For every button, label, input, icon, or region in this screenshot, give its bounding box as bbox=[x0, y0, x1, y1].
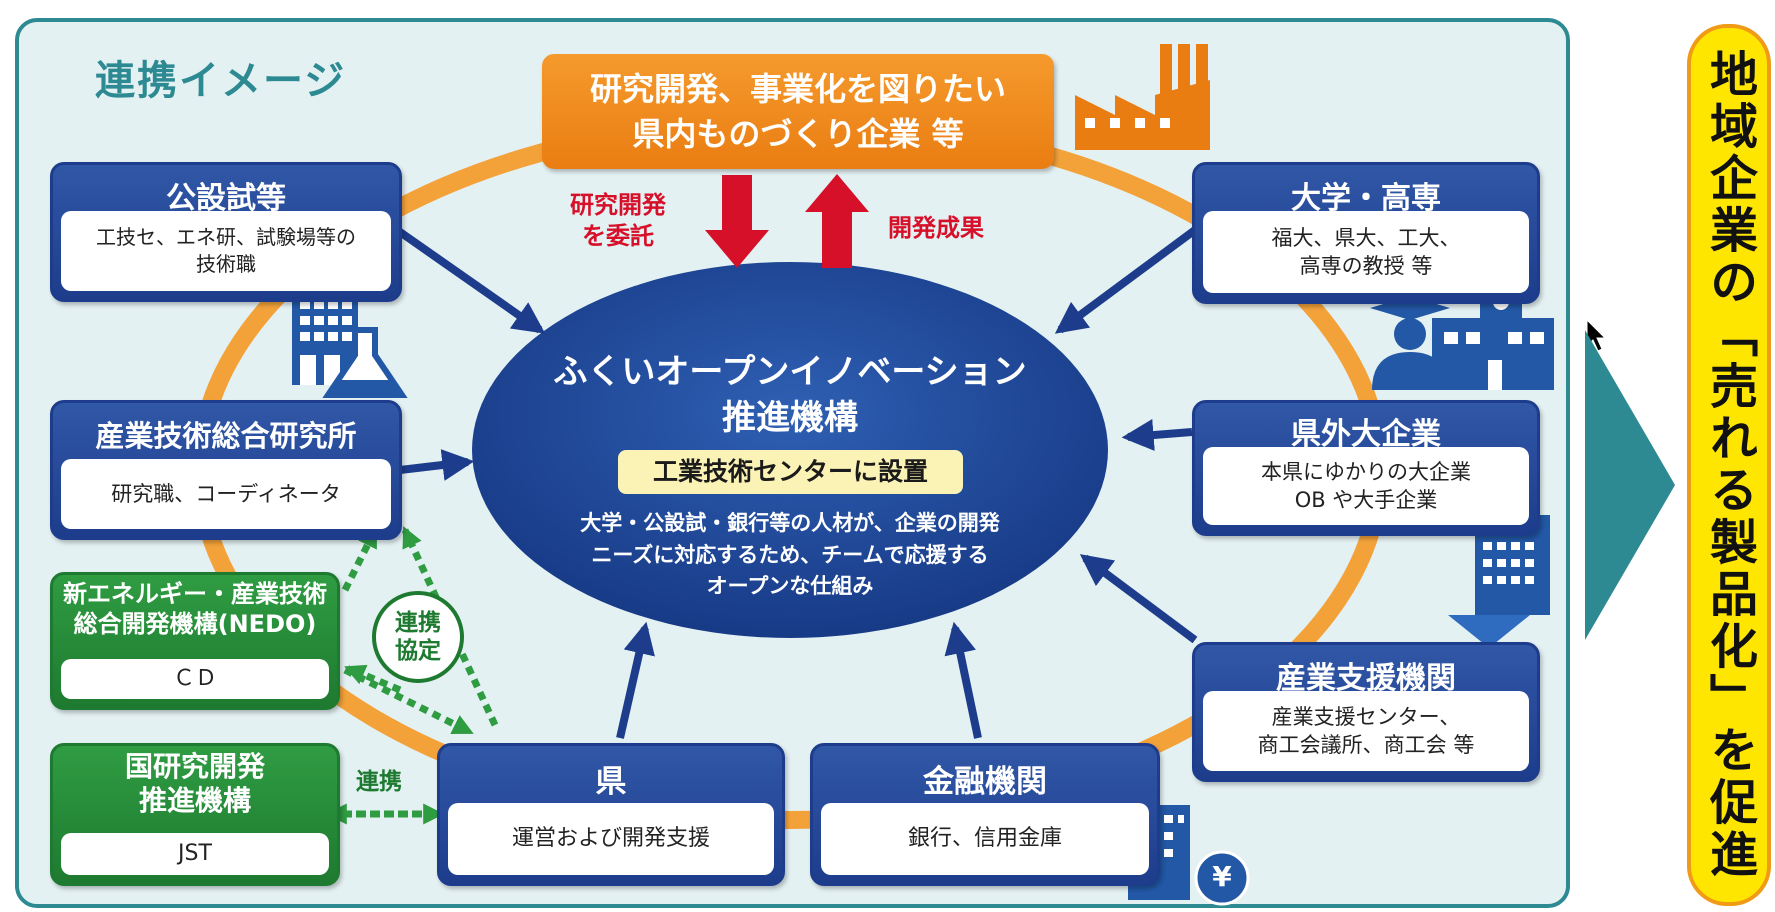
box-nedo-title-line1: 新エネルギー・産業技術 bbox=[63, 580, 327, 608]
box-nedo-body: ＣＤ bbox=[61, 659, 329, 699]
box-kosetsu-body: 工技セ、エネ研、試験場等の 技術職 bbox=[61, 211, 391, 291]
hub-description: 大学・公設試・銀行等の人材が、企業の開発 ニーズに対応するため、チームで応援する… bbox=[580, 511, 1000, 598]
box-kinyu-body: 銀行、信用金庫 bbox=[821, 803, 1149, 875]
hub-title: ふくいオープンイノベーション 推進機構 bbox=[520, 350, 1060, 442]
banner-text: 地域企業の「売れる製品化」を促進 bbox=[1701, 49, 1757, 881]
arrow-shien bbox=[1079, 554, 1198, 644]
box-kengai-body: 本県にゆかりの大企業 OB や大手企業 bbox=[1203, 447, 1529, 525]
arrow-kosetsu bbox=[387, 221, 546, 334]
box-nedo-title: 新エネルギー・産業技術 総合開発機構(NEDO) bbox=[53, 579, 337, 639]
arrow-sanken bbox=[399, 449, 475, 481]
green-link-sanken-nedo bbox=[341, 526, 379, 592]
factory-icon bbox=[1075, 44, 1210, 150]
renkei-label: 連携 bbox=[356, 769, 402, 795]
box-ken: 県 運営および開発支援 bbox=[437, 743, 785, 886]
school-icon bbox=[1432, 290, 1554, 390]
box-kinyu: 金融機関 銀行、信用金庫 bbox=[810, 743, 1160, 886]
arrow-kinyu bbox=[944, 621, 982, 739]
commission-line1: 研究開発 bbox=[570, 191, 666, 219]
diagram-title: 連携イメージ bbox=[95, 58, 347, 104]
green-link-nedo-ken bbox=[343, 666, 474, 736]
box-nedo-title-line2: 総合開発機構(NEDO) bbox=[73, 610, 317, 638]
red-arrow-up bbox=[805, 174, 869, 268]
manufacturer-line2: 県内ものづくり企業 等 bbox=[632, 114, 964, 153]
agreement-line2: 協定 bbox=[395, 637, 441, 664]
box-sanken-body: 研究職、コーディネータ bbox=[61, 459, 391, 529]
arrow-kengai bbox=[1121, 419, 1193, 451]
box-kinyu-title: 金融機関 bbox=[923, 764, 1047, 800]
box-daigaku-body: 福大、県大、工大、 高専の教授 等 bbox=[1203, 211, 1529, 293]
box-kosetsu-title: 公設試等 bbox=[166, 181, 286, 216]
box-shien-body: 産業支援センター、 商工会議所、商工会 等 bbox=[1203, 691, 1529, 771]
box-daigaku-title: 大学・高専 bbox=[1291, 181, 1441, 216]
box-shien: 産業支援機関 産業支援センター、 商工会議所、商工会 等 bbox=[1192, 642, 1540, 782]
box-kengai-title: 県外大企業 bbox=[1291, 417, 1441, 452]
arrow-ken bbox=[616, 621, 655, 739]
box-jst-body: JST bbox=[61, 833, 329, 875]
agreement-label: 連携 協定 bbox=[382, 610, 454, 665]
agreement-circle bbox=[372, 591, 464, 683]
box-sanken: 産業技術総合研究所 研究職、コーディネータ bbox=[50, 400, 402, 540]
box-jst-title-line1: 国研究開発 bbox=[124, 750, 265, 783]
box-ken-body: 運営および開発支援 bbox=[448, 803, 774, 875]
flask-icon bbox=[322, 327, 408, 398]
green-link-ken-nedo bbox=[344, 664, 402, 694]
yen-glyph: ¥ bbox=[1212, 860, 1232, 893]
agreement-line1: 連携 bbox=[395, 610, 441, 636]
manufacturer-box: 研究開発、事業化を図りたい 県内ものづくり企業 等 bbox=[542, 54, 1054, 169]
manufacturer-line1: 研究開発、事業化を図りたい bbox=[589, 69, 1006, 108]
right-banner: 地域企業の「売れる製品化」を促進 bbox=[1687, 24, 1771, 906]
green-link-agree-sanken bbox=[401, 526, 499, 727]
box-jst-title-line2: 推進機構 bbox=[138, 783, 251, 817]
arrow-daigaku bbox=[1054, 226, 1198, 334]
box-jst: 国研究開発 推進機構 JST bbox=[50, 743, 340, 886]
hub-title-line1: ふくいオープンイノベーション bbox=[553, 352, 1027, 392]
commission-label: 研究開発 を委託 bbox=[570, 190, 666, 252]
results-label: 開発成果 bbox=[888, 214, 984, 242]
box-ken-title: 県 bbox=[595, 764, 627, 800]
commission-line2: を委託 bbox=[582, 222, 654, 251]
hub-title-line2: 推進機構 bbox=[722, 397, 858, 438]
box-kosetsu: 公設試等 工技セ、エネ研、試験場等の 技術職 bbox=[50, 162, 402, 302]
box-daigaku: 大学・高専 福大、県大、工大、 高専の教授 等 bbox=[1192, 162, 1540, 304]
hub-badge: 工業技術センターに設置 bbox=[618, 450, 963, 494]
box-shien-title: 産業支援機関 bbox=[1276, 661, 1456, 696]
box-kengai: 県外大企業 本県にゆかりの大企業 OB や大手企業 bbox=[1192, 400, 1540, 536]
chevron-right-icon bbox=[1585, 330, 1675, 640]
red-arrow-down bbox=[705, 175, 769, 268]
box-sanken-title: 産業技術総合研究所 bbox=[95, 419, 357, 453]
box-jst-title: 国研究開発 推進機構 bbox=[53, 750, 337, 817]
box-nedo: 新エネルギー・産業技術 総合開発機構(NEDO) ＣＤ bbox=[50, 572, 340, 710]
